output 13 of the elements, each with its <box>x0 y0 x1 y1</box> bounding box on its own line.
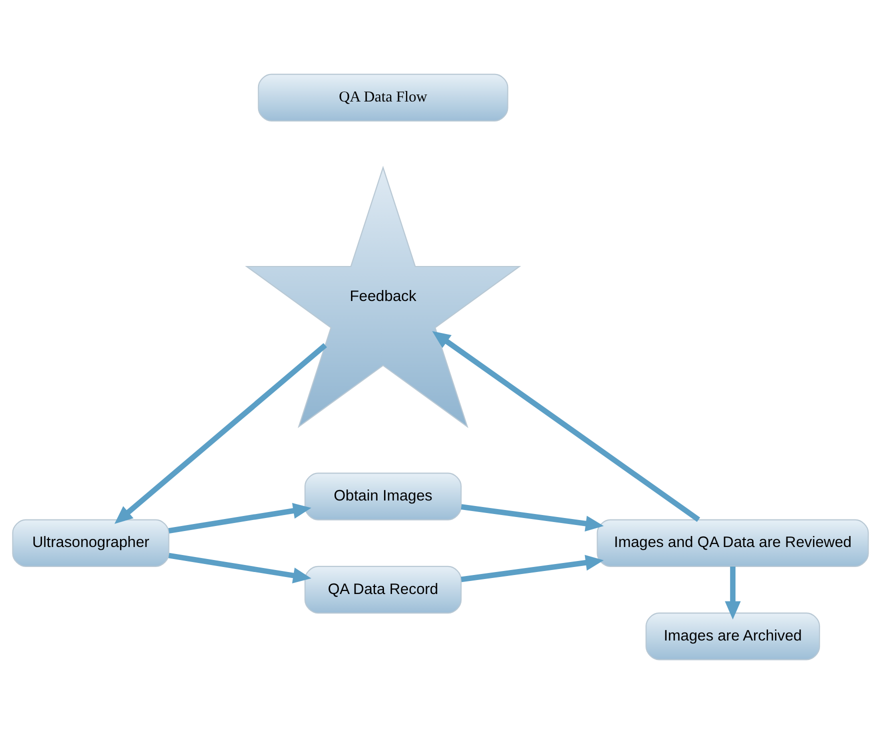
node-box: Obtain Images <box>304 472 462 520</box>
node-box: Images are Archived <box>646 612 820 660</box>
arrow <box>460 504 604 531</box>
node-box: Images and QA Data are Reviewed <box>596 518 869 566</box>
arrow <box>114 342 327 524</box>
node-box: Ultrasonographer <box>12 518 170 566</box>
node-box: QA Data Flow <box>258 73 508 121</box>
node-box: QA Data Record <box>304 565 462 614</box>
arrow <box>168 552 312 583</box>
arrow <box>460 554 604 582</box>
arrow <box>724 566 741 619</box>
arrow <box>168 502 312 533</box>
arrow <box>432 330 700 522</box>
